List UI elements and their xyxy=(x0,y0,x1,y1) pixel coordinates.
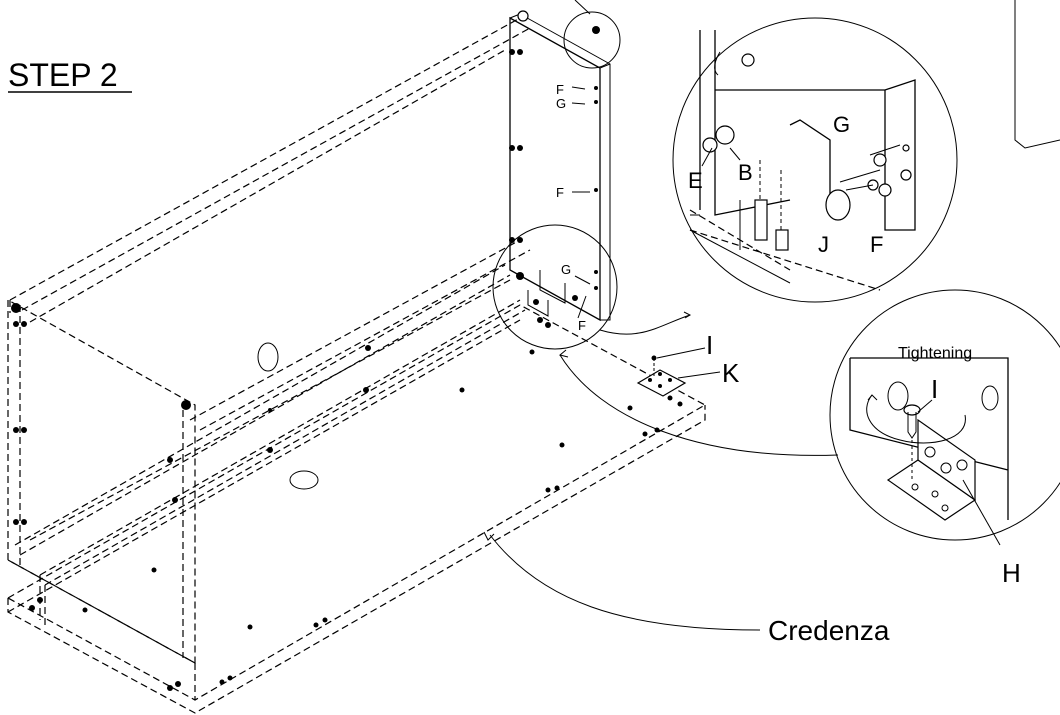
detail-label-b: B xyxy=(738,160,753,185)
credenza-label: Credenza xyxy=(768,615,890,646)
label-f-top: F xyxy=(556,82,564,97)
detail-tightening-label: Tightening xyxy=(898,345,972,362)
label-f-low: F xyxy=(578,318,586,333)
label-k-bracket: K xyxy=(722,358,740,388)
callout-circle-lower xyxy=(492,224,618,350)
hardware-markers xyxy=(11,26,683,691)
detail-label-h: H xyxy=(1002,558,1021,588)
right-side-panel xyxy=(509,10,611,322)
grommet-holes xyxy=(257,342,319,490)
detail-label-i: I xyxy=(931,374,938,404)
next-step-fragment xyxy=(1014,0,1060,149)
label-i-bracket: I xyxy=(706,330,713,360)
detail-circle-bracket xyxy=(829,289,1060,546)
label-g-top: G xyxy=(556,96,566,111)
credenza-carcass xyxy=(6,17,707,714)
label-f-mid: F xyxy=(556,185,564,200)
detail-label-f: F xyxy=(870,232,883,257)
detail-label-j: J xyxy=(818,232,829,257)
label-g-low: G xyxy=(561,262,571,277)
callout-circle-top xyxy=(563,11,621,69)
detail-circle-hinge xyxy=(672,17,958,303)
step-title: STEP 2 xyxy=(8,57,118,93)
detail-label-e: E xyxy=(688,168,703,193)
bracket-k xyxy=(636,347,721,397)
detail-label-g: G xyxy=(833,112,850,137)
